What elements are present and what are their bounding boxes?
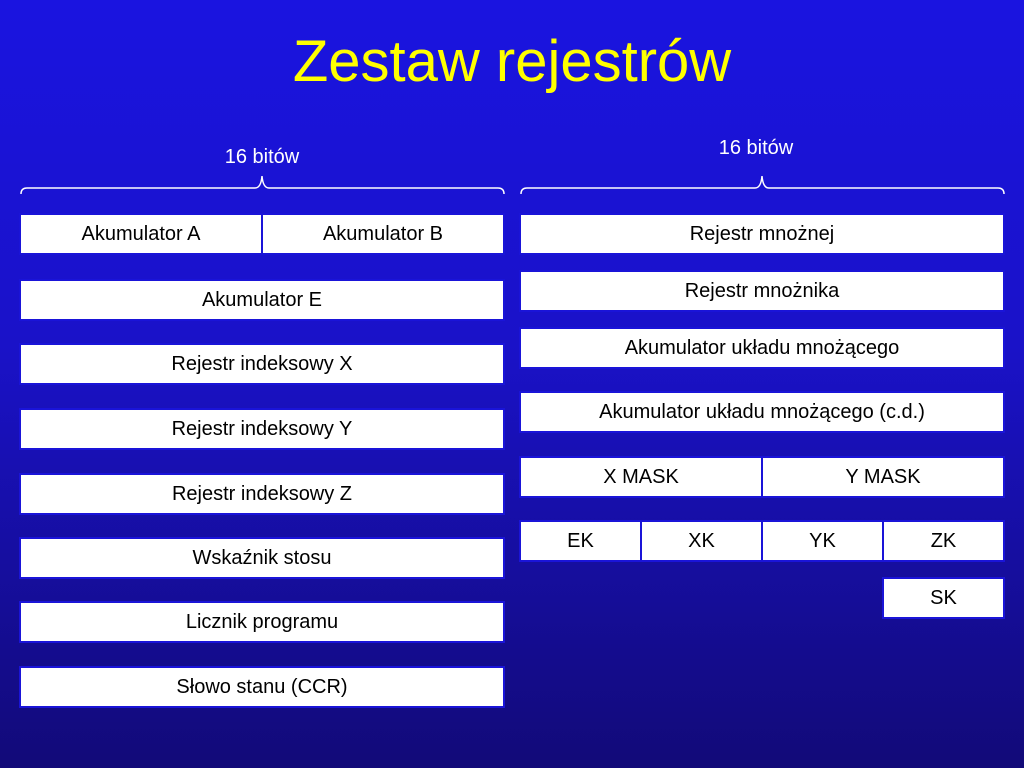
- register-row-mac-acc: Akumulator układu mnożącego: [519, 327, 1005, 369]
- register-row-bank-regs: EK XK YK ZK: [519, 520, 1005, 562]
- register-row-sk: SK: [882, 577, 1005, 619]
- slide-title: Zestaw rejestrów: [292, 29, 732, 94]
- register-index-y: Rejestr indeksowy Y: [171, 417, 353, 440]
- right-brace: [520, 175, 1005, 195]
- register-row-acc-ab: Akumulator A Akumulator B: [19, 213, 505, 255]
- register-ek: EK: [567, 529, 594, 552]
- register-accumulator-e: Akumulator E: [201, 288, 323, 311]
- register-multiplier: Rejestr mnożnika: [684, 279, 840, 302]
- register-mac-accumulator: Akumulator układu mnożącego: [624, 336, 900, 359]
- register-program-counter: Licznik programu: [185, 610, 339, 633]
- register-mac-accumulator-cont: Akumulator układu mnożącego (c.d.): [599, 400, 925, 423]
- register-row-masks: X MASK Y MASK: [519, 456, 1005, 498]
- register-index-z: Rejestr indeksowy Z: [171, 482, 353, 505]
- register-multiplicand: Rejestr mnożnej: [689, 222, 835, 245]
- register-row-stack-pointer: Wskaźnik stosu: [19, 537, 505, 579]
- register-xk: XK: [640, 522, 761, 560]
- register-row-multiplicand: Rejestr mnożnej: [519, 213, 1005, 255]
- register-yk: YK: [761, 522, 882, 560]
- register-row-acc-e: Akumulator E: [19, 279, 505, 321]
- register-index-x: Rejestr indeksowy X: [171, 352, 353, 375]
- register-row-index-y: Rejestr indeksowy Y: [19, 408, 505, 450]
- register-y-mask: Y MASK: [761, 458, 1003, 496]
- register-status-word: Słowo stanu (CCR): [176, 675, 348, 698]
- register-row-index-x: Rejestr indeksowy X: [19, 343, 505, 385]
- register-row-mac-acc-cont: Akumulator układu mnożącego (c.d.): [519, 391, 1005, 433]
- register-row-index-z: Rejestr indeksowy Z: [19, 473, 505, 515]
- register-row-multiplier: Rejestr mnożnika: [519, 270, 1005, 312]
- left-brace: [20, 175, 505, 195]
- register-x-mask: X MASK: [603, 465, 679, 488]
- register-row-ccr: Słowo stanu (CCR): [19, 666, 505, 708]
- register-sk: SK: [930, 586, 957, 609]
- right-width-label: 16 bitów: [718, 137, 794, 159]
- register-accumulator-a: Akumulator A: [81, 222, 201, 245]
- register-row-program-counter: Licznik programu: [19, 601, 505, 643]
- left-width-label: 16 bitów: [224, 146, 300, 168]
- register-zk: ZK: [882, 522, 1003, 560]
- register-stack-pointer: Wskaźnik stosu: [192, 546, 332, 569]
- register-accumulator-b: Akumulator B: [261, 215, 503, 253]
